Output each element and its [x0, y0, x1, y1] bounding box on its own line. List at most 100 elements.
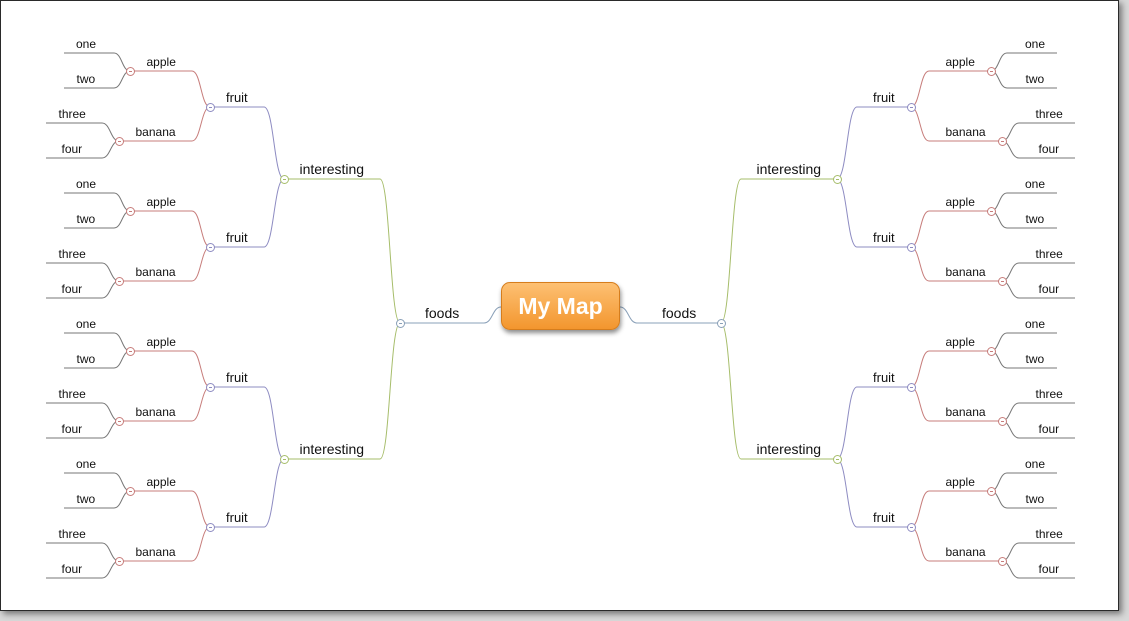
collapse-toggle-icon[interactable]: [986, 486, 996, 496]
right-banana-node[interactable]: banana: [945, 125, 986, 139]
right-leaf-node[interactable]: four: [1038, 562, 1060, 576]
right-leaf-node[interactable]: three: [1035, 527, 1063, 541]
collapse-toggle-icon[interactable]: [997, 276, 1007, 286]
collapse-toggle-icon[interactable]: [832, 174, 842, 184]
collapse-toggle-icon[interactable]: [114, 136, 124, 146]
right-leaf-node[interactable]: three: [1035, 107, 1063, 121]
left-apple-node[interactable]: apple: [146, 335, 176, 349]
connector: [836, 106, 858, 180]
left-apple-node[interactable]: apple: [146, 195, 176, 209]
left-fruit-node[interactable]: fruit: [226, 370, 248, 385]
right-fruit-node[interactable]: fruit: [873, 510, 895, 525]
right-banana-node[interactable]: banana: [945, 545, 986, 559]
collapse-toggle-icon[interactable]: [906, 382, 916, 392]
connector: [191, 386, 211, 422]
connector: [263, 386, 285, 460]
collapse-toggle-icon[interactable]: [986, 346, 996, 356]
left-leaf-node[interactable]: one: [76, 457, 97, 471]
collapse-toggle-icon[interactable]: [997, 416, 1007, 426]
left-leaf-node[interactable]: three: [58, 107, 86, 121]
connector: [619, 306, 638, 324]
right-foods-node[interactable]: foods: [662, 305, 697, 321]
collapse-toggle-icon[interactable]: [906, 242, 916, 252]
collapse-toggle-icon[interactable]: [986, 66, 996, 76]
right-leaf-node[interactable]: one: [1025, 177, 1046, 191]
right-leaf-node[interactable]: three: [1035, 387, 1063, 401]
right-leaf-node[interactable]: three: [1035, 247, 1063, 261]
left-leaf-node[interactable]: four: [61, 562, 83, 576]
left-fruit-node[interactable]: fruit: [226, 90, 248, 105]
left-foods-node[interactable]: foods: [425, 305, 460, 321]
collapse-toggle-icon[interactable]: [125, 346, 135, 356]
collapse-toggle-icon[interactable]: [114, 276, 124, 286]
collapse-toggle-icon[interactable]: [205, 382, 215, 392]
left-leaf-node[interactable]: two: [76, 212, 96, 226]
right-fruit-node[interactable]: fruit: [873, 370, 895, 385]
right-leaf-node[interactable]: two: [1025, 72, 1045, 86]
left-leaf-node[interactable]: four: [61, 142, 83, 156]
right-fruit-node[interactable]: fruit: [873, 90, 895, 105]
left-leaf-node[interactable]: one: [76, 177, 97, 191]
connector: [191, 106, 211, 142]
collapse-toggle-icon[interactable]: [125, 66, 135, 76]
collapse-toggle-icon[interactable]: [205, 242, 215, 252]
collapse-toggle-icon[interactable]: [906, 102, 916, 112]
left-banana-node[interactable]: banana: [135, 405, 176, 419]
collapse-toggle-icon[interactable]: [114, 556, 124, 566]
left-leaf-node[interactable]: three: [58, 527, 86, 541]
right-fruit-node[interactable]: fruit: [873, 230, 895, 245]
collapse-toggle-icon[interactable]: [205, 522, 215, 532]
left-leaf-node[interactable]: three: [58, 247, 86, 261]
left-leaf-node[interactable]: four: [61, 282, 83, 296]
left-fruit-node[interactable]: fruit: [226, 510, 248, 525]
right-leaf-node[interactable]: two: [1025, 352, 1045, 366]
right-leaf-node[interactable]: two: [1025, 492, 1045, 506]
right-apple-node[interactable]: apple: [945, 55, 975, 69]
left-leaf-node[interactable]: four: [61, 422, 83, 436]
right-apple-node[interactable]: apple: [945, 195, 975, 209]
connector: [379, 322, 401, 460]
right-banana-node[interactable]: banana: [945, 265, 986, 279]
left-apple-node[interactable]: apple: [146, 55, 176, 69]
left-leaf-node[interactable]: two: [76, 352, 96, 366]
left-fruit-node[interactable]: fruit: [226, 230, 248, 245]
collapse-toggle-icon[interactable]: [986, 206, 996, 216]
right-interesting-node[interactable]: interesting: [756, 161, 822, 177]
right-leaf-node[interactable]: four: [1038, 282, 1060, 296]
connector: [263, 458, 285, 528]
collapse-toggle-icon[interactable]: [279, 454, 289, 464]
root-node[interactable]: My Map: [501, 282, 620, 330]
right-leaf-node[interactable]: four: [1038, 142, 1060, 156]
right-leaf-node[interactable]: two: [1025, 212, 1045, 226]
left-interesting-node[interactable]: interesting: [299, 161, 365, 177]
right-leaf-node[interactable]: one: [1025, 317, 1046, 331]
right-apple-node[interactable]: apple: [945, 475, 975, 489]
left-leaf-node[interactable]: one: [76, 37, 97, 51]
left-banana-node[interactable]: banana: [135, 125, 176, 139]
left-banana-node[interactable]: banana: [135, 265, 176, 279]
left-apple-node[interactable]: apple: [146, 475, 176, 489]
right-interesting-node[interactable]: interesting: [756, 441, 822, 457]
right-leaf-node[interactable]: four: [1038, 422, 1060, 436]
collapse-toggle-icon[interactable]: [832, 454, 842, 464]
collapse-toggle-icon[interactable]: [395, 318, 405, 328]
collapse-toggle-icon[interactable]: [205, 102, 215, 112]
left-leaf-node[interactable]: one: [76, 317, 97, 331]
collapse-toggle-icon[interactable]: [125, 486, 135, 496]
collapse-toggle-icon[interactable]: [997, 556, 1007, 566]
right-banana-node[interactable]: banana: [945, 405, 986, 419]
right-leaf-node[interactable]: one: [1025, 457, 1046, 471]
right-apple-node[interactable]: apple: [945, 335, 975, 349]
collapse-toggle-icon[interactable]: [997, 136, 1007, 146]
collapse-toggle-icon[interactable]: [279, 174, 289, 184]
collapse-toggle-icon[interactable]: [125, 206, 135, 216]
left-banana-node[interactable]: banana: [135, 545, 176, 559]
left-interesting-node[interactable]: interesting: [299, 441, 365, 457]
collapse-toggle-icon[interactable]: [114, 416, 124, 426]
collapse-toggle-icon[interactable]: [716, 318, 726, 328]
left-leaf-node[interactable]: three: [58, 387, 86, 401]
collapse-toggle-icon[interactable]: [906, 522, 916, 532]
left-leaf-node[interactable]: two: [76, 492, 96, 506]
left-leaf-node[interactable]: two: [76, 72, 96, 86]
right-leaf-node[interactable]: one: [1025, 37, 1046, 51]
